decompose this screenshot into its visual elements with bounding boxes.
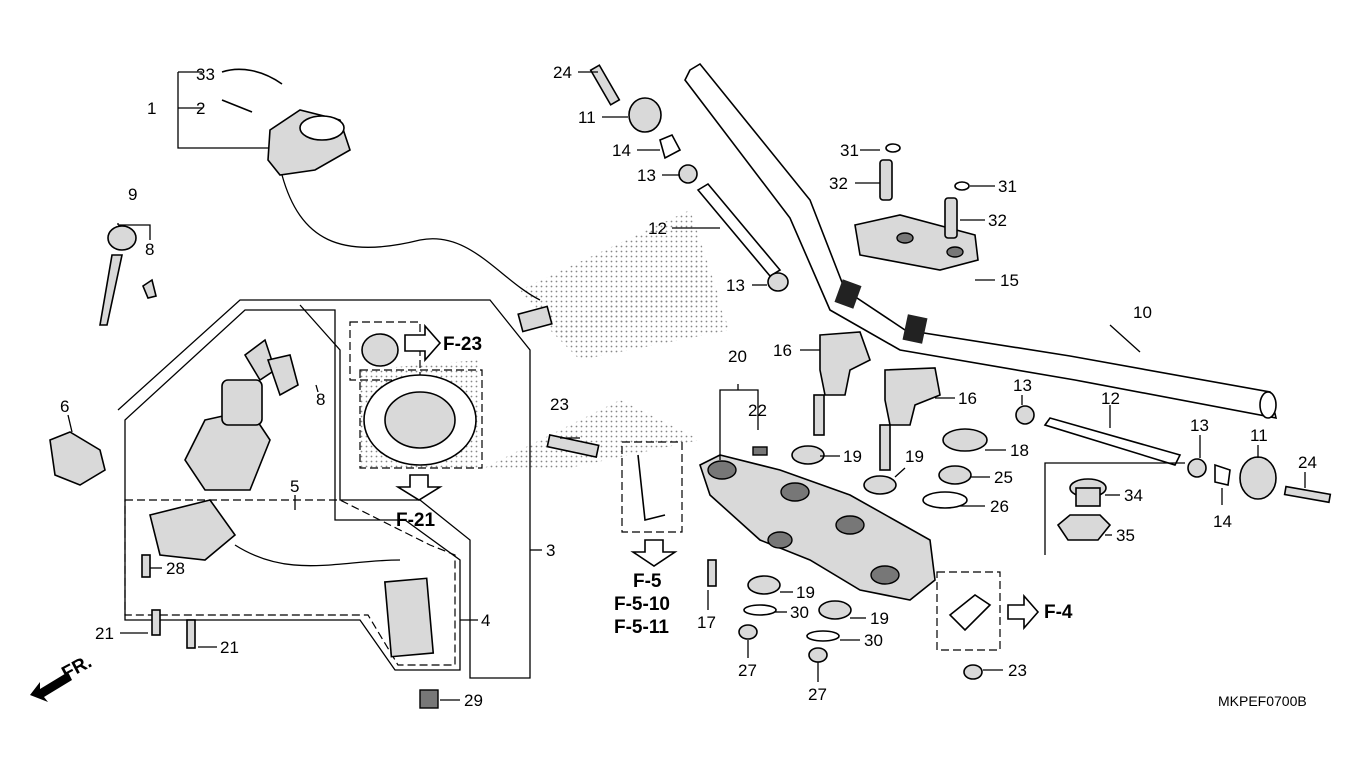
label-13c: 13 xyxy=(1013,376,1032,395)
label-30b: 30 xyxy=(864,631,883,650)
label-26: 26 xyxy=(990,497,1009,516)
reference-arrows xyxy=(30,323,1040,702)
label-23b: 23 xyxy=(1008,661,1027,680)
label-27a: 27 xyxy=(738,661,757,680)
label-35: 35 xyxy=(1116,526,1135,545)
bolt-21b xyxy=(186,619,196,649)
label-32a: 32 xyxy=(829,174,848,193)
label-29: 29 xyxy=(464,691,483,710)
inset-parts xyxy=(1044,462,1185,555)
label-32b: 32 xyxy=(988,211,1007,230)
label-25: 25 xyxy=(994,468,1013,487)
ref-f5-10: F-5-10 xyxy=(614,594,670,615)
label-28: 28 xyxy=(166,559,185,578)
label-17: 17 xyxy=(697,613,716,632)
label-19a: 19 xyxy=(843,447,862,466)
label-22: 22 xyxy=(748,401,767,420)
label-14a: 14 xyxy=(612,141,631,160)
pipe-upper xyxy=(589,64,789,292)
label-31a: 31 xyxy=(840,141,859,160)
label-21a: 21 xyxy=(95,624,114,643)
label-20: 20 xyxy=(728,347,747,366)
nuts-washers xyxy=(707,428,988,663)
handlebar-clamps xyxy=(813,331,941,471)
label-19b: 19 xyxy=(905,447,924,466)
ref-f21: F-21 xyxy=(396,510,436,531)
label-19d: 19 xyxy=(870,609,889,628)
front-arrow-icon xyxy=(30,672,72,702)
top-bridge xyxy=(699,454,936,601)
label-8a: 8 xyxy=(145,240,154,259)
dashed-boxes xyxy=(349,321,1001,680)
label-24b: 24 xyxy=(1298,453,1317,472)
pipe-right xyxy=(1015,405,1332,504)
label-23a: 23 xyxy=(550,395,569,414)
seat-lock xyxy=(177,68,553,333)
label-10: 10 xyxy=(1133,303,1152,322)
label-16a: 16 xyxy=(773,341,792,360)
label-1: 1 xyxy=(147,99,156,118)
label-13a: 13 xyxy=(637,166,656,185)
label-31b: 31 xyxy=(998,177,1017,196)
label-33: 33 xyxy=(196,65,215,84)
screw-28 xyxy=(141,554,151,578)
ref-f5-11: F-5-11 xyxy=(614,617,669,638)
label-9: 9 xyxy=(128,185,137,204)
keys xyxy=(99,223,157,326)
handlebar xyxy=(684,62,1278,420)
label-2: 2 xyxy=(196,99,205,118)
label-34: 34 xyxy=(1124,486,1143,505)
label-6: 6 xyxy=(60,397,69,416)
label-3: 3 xyxy=(546,541,555,560)
label-21b: 21 xyxy=(220,638,239,657)
ref-f5: F-5 xyxy=(633,571,662,592)
holder-bolts xyxy=(879,143,970,239)
label-24a: 24 xyxy=(553,63,572,82)
leader-lines xyxy=(67,71,1306,701)
label-18: 18 xyxy=(1010,441,1029,460)
label-8b: 8 xyxy=(316,390,325,409)
label-19c: 19 xyxy=(796,583,815,602)
bolt-21a xyxy=(151,609,161,636)
label-12b: 12 xyxy=(1101,389,1120,408)
label-11b: 11 xyxy=(1250,426,1268,445)
handlebar-holder xyxy=(854,214,979,271)
label-14b: 14 xyxy=(1213,512,1232,531)
part-29 xyxy=(419,689,439,709)
part-6 xyxy=(49,431,106,486)
label-5: 5 xyxy=(290,477,299,496)
label-11a: 11 xyxy=(578,108,596,127)
label-13d: 13 xyxy=(1190,416,1209,435)
label-16b: 16 xyxy=(958,389,977,408)
ref-f4: F-4 xyxy=(1044,602,1073,623)
ref-f23: F-23 xyxy=(443,334,482,355)
callout-numbers: 33 1 2 9 8 8 6 5 3 4 28 21 21 29 24 11 1… xyxy=(60,63,1317,710)
bolt-23 xyxy=(546,433,600,459)
label-4: 4 xyxy=(481,611,490,630)
diagram-code: MKPEF0700B xyxy=(1218,693,1307,709)
label-13b: 13 xyxy=(726,276,745,295)
label-30a: 30 xyxy=(790,603,809,622)
label-15: 15 xyxy=(1000,271,1019,290)
ignition-switch-assembly xyxy=(117,299,531,679)
label-27b: 27 xyxy=(808,685,827,704)
label-12a: 12 xyxy=(648,219,667,238)
